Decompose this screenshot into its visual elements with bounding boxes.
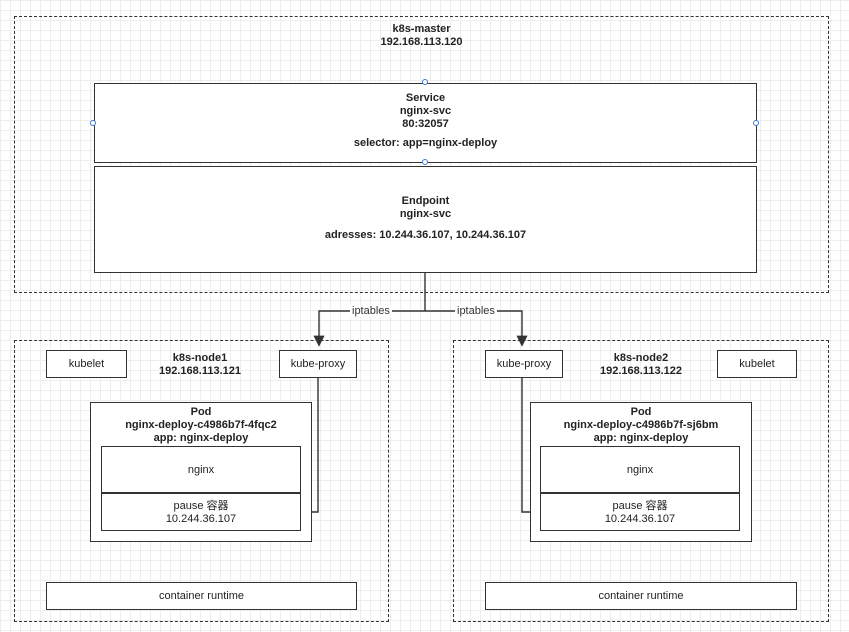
node2-pod-label: app: nginx-deploy: [593, 432, 689, 444]
endpoint-addresses: adresses: 10.244.36.107, 10.244.36.107: [324, 229, 527, 241]
node1-kubelet-box[interactable]: kubelet: [46, 350, 127, 378]
service-left-handle[interactable]: [90, 120, 96, 126]
service-port: 80:32057: [402, 118, 449, 130]
node2-nginx-container[interactable]: nginx: [540, 446, 740, 493]
node2-container-runtime[interactable]: container runtime: [485, 582, 797, 610]
service-right-handle[interactable]: [753, 120, 759, 126]
node2-label: k8s-node2 192.168.113.122: [576, 352, 706, 378]
service-bottom-handle[interactable]: [422, 159, 428, 165]
node2-pause-label: pause 容器: [612, 500, 668, 512]
endpoint-box[interactable]: Endpoint nginx-svc adresses: 10.244.36.1…: [94, 166, 757, 273]
master-name: k8s-master: [392, 23, 451, 35]
node2-pod-name: nginx-deploy-c4986b7f-sj6bm: [563, 419, 719, 431]
k8s-node1-group[interactable]: [14, 340, 389, 622]
master-ip: 192.168.113.120: [380, 36, 463, 48]
node1-pause-label: pause 容器: [173, 500, 229, 512]
node1-ip: 192.168.113.121: [159, 365, 241, 377]
node2-name: k8s-node2: [613, 352, 669, 364]
node1-kube-proxy-box[interactable]: kube-proxy: [279, 350, 357, 378]
node1-pause-ip: 10.244.36.107: [165, 513, 237, 525]
node1-pod-name: nginx-deploy-c4986b7f-4fqc2: [125, 419, 277, 431]
node1-nginx-container[interactable]: nginx: [101, 446, 301, 493]
service-top-handle[interactable]: [422, 79, 428, 85]
node1-label: k8s-node1 192.168.113.121: [135, 352, 265, 378]
node2-ip: 192.168.113.122: [600, 365, 682, 377]
service-selector: selector: app=nginx-deploy: [353, 137, 498, 149]
node2-pod-title: Pod: [630, 406, 652, 418]
node1-name: k8s-node1: [172, 352, 228, 364]
service-title: Service: [405, 92, 446, 104]
node2-pause-container[interactable]: pause 容器 10.244.36.107: [540, 493, 740, 531]
k8s-master-label: k8s-master 192.168.113.120: [14, 23, 829, 49]
node2-kubelet-box[interactable]: kubelet: [717, 350, 797, 378]
iptables-left-label: iptables: [350, 305, 392, 317]
node1-pause-container[interactable]: pause 容器 10.244.36.107: [101, 493, 301, 531]
service-name: nginx-svc: [399, 105, 452, 117]
endpoint-title: Endpoint: [401, 195, 450, 207]
k8s-node2-group[interactable]: [453, 340, 829, 622]
k8s-master-group[interactable]: [14, 16, 829, 293]
service-box[interactable]: Service nginx-svc 80:32057 selector: app…: [94, 83, 757, 163]
endpoint-name: nginx-svc: [399, 208, 452, 220]
iptables-right-label: iptables: [455, 305, 497, 317]
node2-kube-proxy-box[interactable]: kube-proxy: [485, 350, 563, 378]
node2-pause-ip: 10.244.36.107: [604, 513, 676, 525]
node1-container-runtime[interactable]: container runtime: [46, 582, 357, 610]
node1-pod-label: app: nginx-deploy: [153, 432, 249, 444]
node1-pod-title: Pod: [190, 406, 212, 418]
